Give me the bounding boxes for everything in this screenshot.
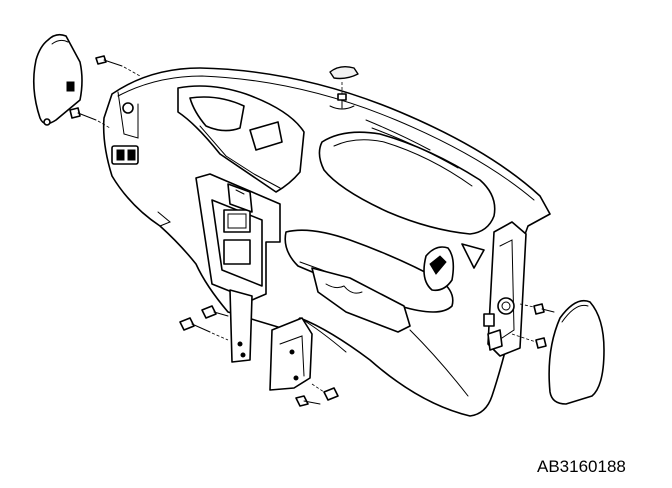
screw-bracket-bottom-right [311, 383, 339, 401]
screw-top-left [95, 55, 141, 77]
screw-bracket-left [179, 317, 229, 341]
right-end-cap [548, 299, 605, 405]
screw-bracket-bottom [295, 395, 321, 407]
screw-bracket-left-upper [201, 305, 229, 319]
dashboard-panel [102, 67, 551, 417]
center-console-bracket [195, 173, 313, 391]
right-rotary-knob [497, 297, 515, 315]
figure-reference-code: AB3160188 [537, 457, 626, 476]
top-vent-grille [329, 65, 359, 110]
screw-right-lower [511, 333, 547, 349]
mounting-screws [69, 55, 555, 407]
screw-right-upper [519, 303, 555, 315]
left-end-cap [32, 33, 83, 126]
screw-left-lower [69, 107, 111, 129]
